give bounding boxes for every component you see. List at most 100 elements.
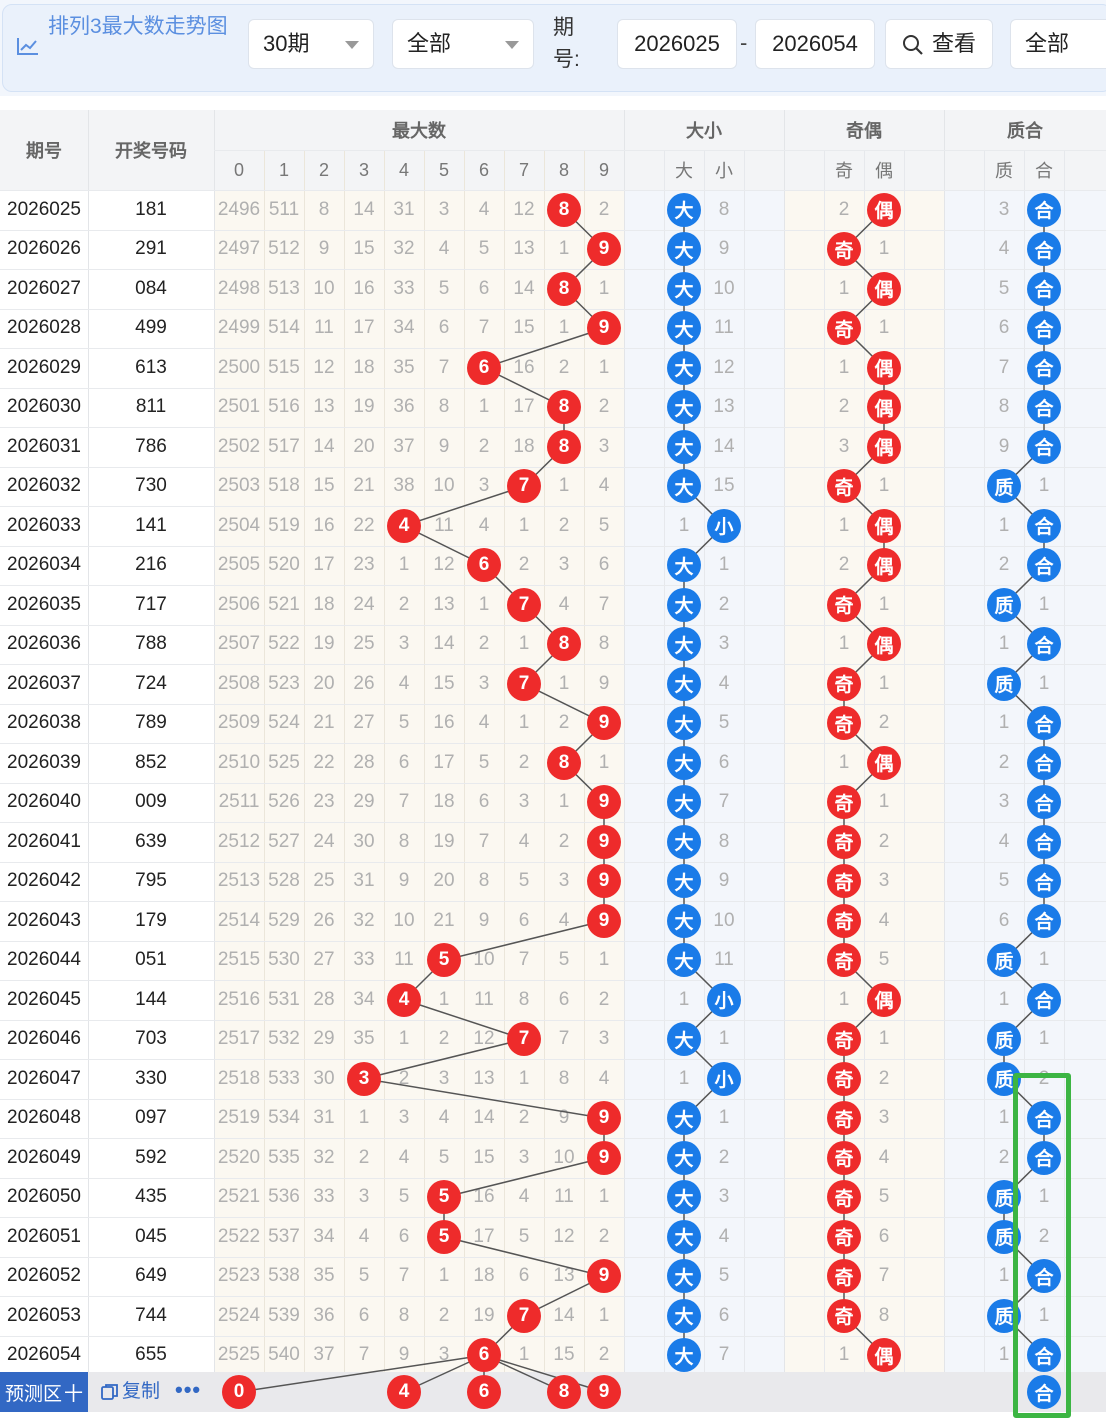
header-size-0: 大: [664, 150, 704, 190]
prediction-zone-button[interactable]: 预测区 十: [0, 1372, 88, 1412]
miss-count: 10: [713, 909, 735, 931]
prime-ball: 合: [1027, 429, 1061, 464]
prime-ball: 合: [1027, 192, 1061, 227]
max-ball: 6: [467, 548, 501, 583]
miss-count: 8: [718, 198, 730, 220]
miss-count: 34: [353, 988, 375, 1010]
miss-count: 4: [518, 830, 530, 852]
miss-count: 9: [398, 1344, 410, 1366]
miss-count: 8: [438, 396, 450, 418]
right-select[interactable]: 全部: [1010, 19, 1106, 69]
grid-vline: [904, 150, 905, 1412]
parity-ball: 偶: [867, 508, 901, 543]
prediction-ball: 6: [467, 1375, 501, 1409]
miss-count: 23: [353, 554, 375, 576]
miss-count: 1: [398, 1028, 410, 1050]
issue-cell: 2026038: [7, 712, 81, 734]
miss-count: 5: [718, 1265, 730, 1287]
size-ball: 大: [667, 706, 701, 741]
miss-count: 2: [998, 554, 1010, 576]
draw-number-cell: 649: [135, 1265, 167, 1287]
miss-count: 18: [433, 791, 455, 813]
miss-count: 14: [473, 1107, 495, 1129]
issue-cell: 2026049: [7, 1146, 81, 1168]
prime-ball: 合: [1027, 785, 1061, 820]
draw-number-cell: 045: [135, 1225, 167, 1247]
draw-number-cell: 179: [135, 909, 167, 931]
miss-count: 8: [598, 633, 610, 655]
parity-ball: 奇: [827, 666, 861, 701]
parity-ball: 奇: [827, 824, 861, 859]
view-button[interactable]: 查看: [885, 19, 993, 69]
header-digit-7: 7: [504, 150, 544, 190]
miss-count: 6: [718, 1304, 730, 1326]
max-ball: 9: [587, 903, 621, 938]
size-ball: 大: [667, 666, 701, 701]
miss-count: 6: [358, 1304, 370, 1326]
miss-count: 2502: [217, 435, 261, 457]
miss-count: 5: [998, 870, 1010, 892]
issue-to-input[interactable]: 2026054: [755, 19, 875, 69]
header-digit-5: 5: [424, 150, 464, 190]
miss-count: 8: [878, 1304, 890, 1326]
plus-icon: 十: [64, 1383, 84, 1405]
miss-count: 1: [478, 396, 490, 418]
more-icon[interactable]: •••: [175, 1377, 202, 1402]
miss-count: 19: [313, 633, 335, 655]
miss-count: 1: [878, 475, 890, 497]
miss-count: 9: [558, 1107, 570, 1129]
parity-ball: 奇: [827, 232, 861, 267]
miss-count: 5: [558, 949, 570, 971]
miss-count: 18: [513, 435, 535, 457]
miss-count: 2506: [217, 593, 261, 615]
draw-number-cell: 613: [135, 356, 167, 378]
miss-count: 532: [268, 1028, 300, 1050]
prime-ball: 合: [1027, 548, 1061, 583]
size-ball: 大: [667, 1022, 701, 1057]
miss-count: 8: [398, 830, 410, 852]
prime-ball: 质: [987, 469, 1021, 504]
period-select-value: 30期: [263, 31, 310, 56]
miss-count: 19: [473, 1304, 495, 1326]
max-ball: 5: [427, 1180, 461, 1215]
period-select[interactable]: 30期: [248, 19, 374, 69]
issue-from-input[interactable]: 2026025: [617, 19, 737, 69]
miss-count: 7: [398, 791, 410, 813]
miss-count: 1: [878, 791, 890, 813]
header-number: 开奖号码: [88, 110, 214, 190]
miss-count: 5: [518, 870, 530, 892]
header-digit-1: 1: [264, 150, 304, 190]
max-ball: 8: [547, 390, 581, 425]
miss-count: 4: [478, 198, 490, 220]
miss-count: 2523: [217, 1265, 261, 1287]
max-ball: 4: [387, 982, 421, 1017]
miss-count: 34: [313, 1225, 335, 1247]
miss-count: 9: [438, 435, 450, 457]
draw-number-cell: 216: [135, 554, 167, 576]
miss-count: 2496: [217, 198, 261, 220]
issue-cell: 2026027: [7, 277, 81, 299]
filter-select[interactable]: 全部: [392, 19, 534, 69]
miss-count: 7: [478, 830, 490, 852]
size-ball: 大: [667, 1219, 701, 1254]
parity-ball: 奇: [827, 1180, 861, 1215]
copy-button[interactable]: 复制: [98, 1372, 160, 1412]
miss-count: 7: [398, 1265, 410, 1287]
miss-count: 31: [353, 870, 375, 892]
miss-count: 6: [478, 791, 490, 813]
parity-ball: 奇: [827, 903, 861, 938]
miss-count: 4: [398, 1146, 410, 1168]
miss-count: 35: [353, 1028, 375, 1050]
header-digit-2: 2: [304, 150, 344, 190]
miss-count: 1: [558, 317, 570, 339]
miss-count: 4: [518, 1186, 530, 1208]
miss-count: 2505: [217, 554, 261, 576]
size-ball: 大: [667, 192, 701, 227]
grid-vline: [1064, 150, 1065, 1412]
prime-ball: 质: [987, 587, 1021, 622]
issue-cell: 2026031: [7, 435, 81, 457]
miss-count: 32: [313, 1146, 335, 1168]
header-digit-6: 6: [464, 150, 504, 190]
prime-ball: 合: [1027, 350, 1061, 385]
miss-count: 7: [518, 949, 530, 971]
